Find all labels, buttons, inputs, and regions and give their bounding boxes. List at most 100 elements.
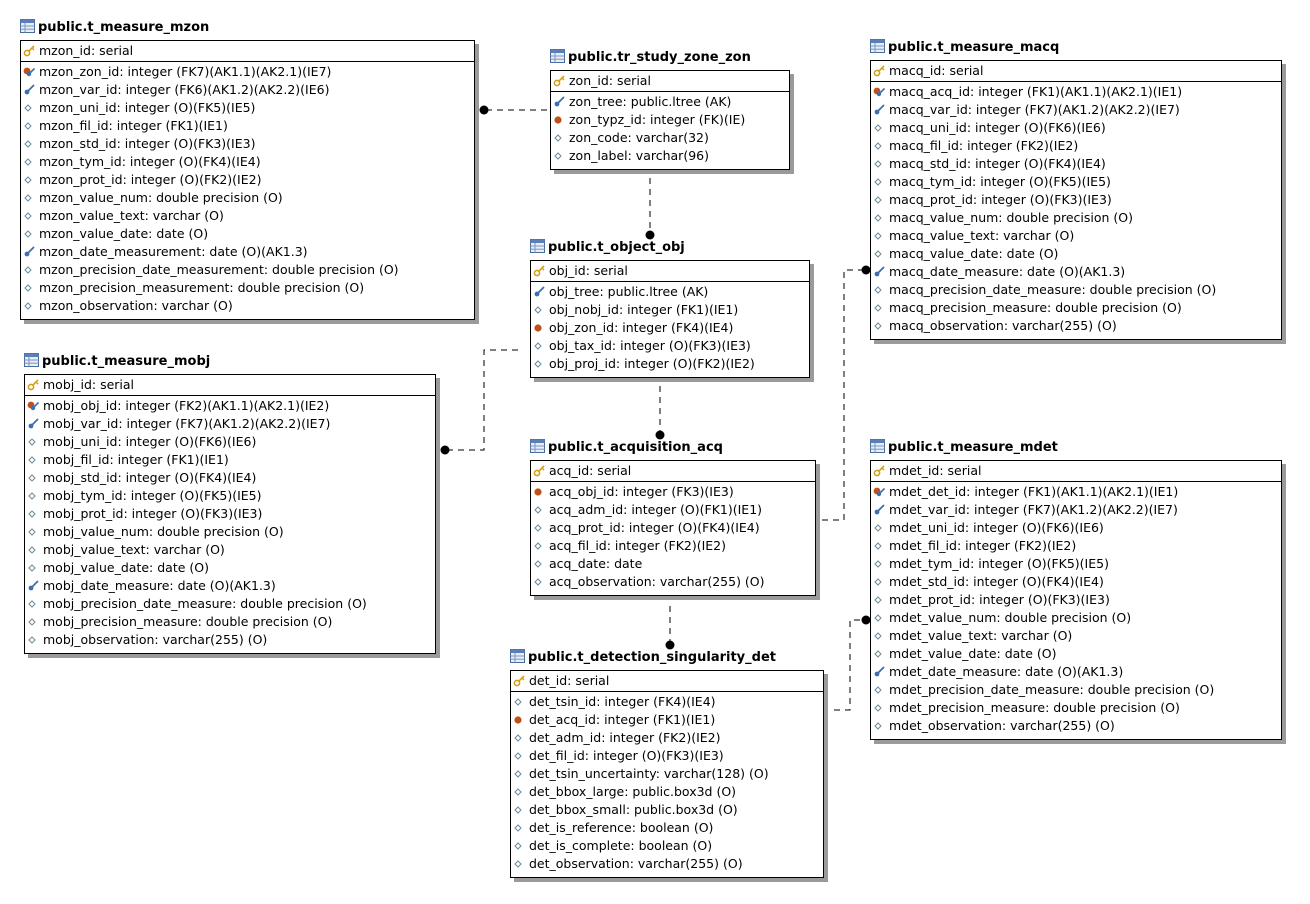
column-row[interactable]: macq_date_measure: date (O)(AK1.3)	[871, 263, 1281, 281]
column-row[interactable]: acq_obj_id: integer (FK3)(IE3)	[531, 483, 815, 501]
column-row[interactable]: mobj_uni_id: integer (O)(FK6)(IE6)	[25, 433, 435, 451]
column-row[interactable]: acq_observation: varchar(255) (O)	[531, 573, 815, 591]
column-row[interactable]: mobj_precision_date_measure: double prec…	[25, 595, 435, 613]
column-row[interactable]: macq_precision_measure: double precision…	[871, 299, 1281, 317]
column-row[interactable]: mzon_observation: varchar (O)	[21, 297, 474, 315]
column-row[interactable]: mdet_date_measure: date (O)(AK1.3)	[871, 663, 1281, 681]
column-row[interactable]: mobj_precision_measure: double precision…	[25, 613, 435, 631]
column-row[interactable]: mdet_value_date: date (O)	[871, 645, 1281, 663]
column-row[interactable]: mdet_std_id: integer (O)(FK4)(IE4)	[871, 573, 1281, 591]
column-row[interactable]: mobj_obj_id: integer (FK2)(AK1.1)(AK2.1)…	[25, 397, 435, 415]
column-row[interactable]: mobj_prot_id: integer (O)(FK3)(IE3)	[25, 505, 435, 523]
column-row[interactable]: mzon_tym_id: integer (O)(FK4)(IE4)	[21, 153, 474, 171]
attribute-icon	[27, 560, 43, 575]
column-row[interactable]: acq_adm_id: integer (O)(FK1)(IE1)	[531, 501, 815, 519]
primary-key-row[interactable]: mzon_id: serial	[21, 41, 474, 62]
column-row[interactable]: mzon_fil_id: integer (FK1)(IE1)	[21, 117, 474, 135]
column-row[interactable]: macq_value_num: double precision (O)	[871, 209, 1281, 227]
primary-key-row[interactable]: mobj_id: serial	[25, 375, 435, 396]
column-row[interactable]: macq_std_id: integer (O)(FK4)(IE4)	[871, 155, 1281, 173]
column-row[interactable]: det_bbox_small: public.box3d (O)	[511, 801, 823, 819]
column-row[interactable]: macq_observation: varchar(255) (O)	[871, 317, 1281, 335]
column-row[interactable]: mobj_date_measure: date (O)(AK1.3)	[25, 577, 435, 595]
column-row[interactable]: mdet_value_text: varchar (O)	[871, 627, 1281, 645]
column-row[interactable]: mzon_date_measurement: date (O)(AK1.3)	[21, 243, 474, 261]
column-row[interactable]: zon_label: varchar(96)	[551, 147, 789, 165]
column-row[interactable]: zon_code: varchar(32)	[551, 129, 789, 147]
column-row[interactable]: mdet_observation: varchar(255) (O)	[871, 717, 1281, 735]
attribute-icon	[27, 470, 43, 485]
column-row[interactable]: macq_tym_id: integer (O)(FK5)(IE5)	[871, 173, 1281, 191]
column-row[interactable]: mzon_precision_date_measurement: double …	[21, 261, 474, 279]
column-row[interactable]: det_tsin_id: integer (FK4)(IE4)	[511, 693, 823, 711]
column-row[interactable]: mdet_value_num: double precision (O)	[871, 609, 1281, 627]
column-row[interactable]: mdet_det_id: integer (FK1)(AK1.1)(AK2.1)…	[871, 483, 1281, 501]
column-row[interactable]: obj_tree: public.ltree (AK)	[531, 283, 809, 301]
column-row[interactable]: macq_fil_id: integer (FK2)(IE2)	[871, 137, 1281, 155]
column-row[interactable]: mdet_uni_id: integer (O)(FK6)(IE6)	[871, 519, 1281, 537]
column-row[interactable]: mdet_fil_id: integer (FK2)(IE2)	[871, 537, 1281, 555]
column-row[interactable]: mzon_precision_measurement: double preci…	[21, 279, 474, 297]
column-row[interactable]: mobj_observation: varchar(255) (O)	[25, 631, 435, 649]
column-row[interactable]: mdet_precision_measure: double precision…	[871, 699, 1281, 717]
column-row[interactable]: macq_prot_id: integer (O)(FK3)(IE3)	[871, 191, 1281, 209]
column-row[interactable]: mobj_value_text: varchar (O)	[25, 541, 435, 559]
column-row[interactable]: mobj_fil_id: integer (FK1)(IE1)	[25, 451, 435, 469]
column-row[interactable]: mobj_var_id: integer (FK7)(AK1.2)(AK2.2)…	[25, 415, 435, 433]
column-row[interactable]: acq_fil_id: integer (FK2)(IE2)	[531, 537, 815, 555]
column-row[interactable]: det_acq_id: integer (FK1)(IE1)	[511, 711, 823, 729]
primary-key-row[interactable]: zon_id: serial	[551, 71, 789, 92]
column-row[interactable]: det_tsin_uncertainty: varchar(128) (O)	[511, 765, 823, 783]
attribute-icon	[873, 538, 889, 553]
column-row[interactable]: macq_value_date: date (O)	[871, 245, 1281, 263]
column-row[interactable]: mobj_value_num: double precision (O)	[25, 523, 435, 541]
column-row[interactable]: zon_tree: public.ltree (AK)	[551, 93, 789, 111]
column-row[interactable]: mzon_prot_id: integer (O)(FK2)(IE2)	[21, 171, 474, 189]
column-row[interactable]: det_fil_id: integer (O)(FK3)(IE3)	[511, 747, 823, 765]
column-row[interactable]: obj_proj_id: integer (O)(FK2)(IE2)	[531, 355, 809, 373]
column-row[interactable]: zon_typz_id: integer (FK)(IE)	[551, 111, 789, 129]
column-row[interactable]: mzon_value_num: double precision (O)	[21, 189, 474, 207]
column-row[interactable]: mzon_uni_id: integer (O)(FK5)(IE5)	[21, 99, 474, 117]
column-row[interactable]: det_bbox_large: public.box3d (O)	[511, 783, 823, 801]
column-row[interactable]: acq_date: date	[531, 555, 815, 573]
column-row[interactable]: acq_prot_id: integer (O)(FK4)(IE4)	[531, 519, 815, 537]
column-row[interactable]: mzon_value_date: date (O)	[21, 225, 474, 243]
column-row[interactable]: obj_tax_id: integer (O)(FK3)(IE3)	[531, 337, 809, 355]
column-row[interactable]: obj_zon_id: integer (FK4)(IE4)	[531, 319, 809, 337]
column-row[interactable]: mzon_std_id: integer (O)(FK3)(IE3)	[21, 135, 474, 153]
column-row[interactable]: mdet_var_id: integer (FK7)(AK1.2)(AK2.2)…	[871, 501, 1281, 519]
column-row[interactable]: mzon_zon_id: integer (FK7)(AK1.1)(AK2.1)…	[21, 63, 474, 81]
column-row[interactable]: mobj_tym_id: integer (O)(FK5)(IE5)	[25, 487, 435, 505]
column-row[interactable]: det_is_reference: boolean (O)	[511, 819, 823, 837]
column-row[interactable]: macq_precision_date_measure: double prec…	[871, 281, 1281, 299]
primary-key-row[interactable]: det_id: serial	[511, 671, 823, 692]
primary-key-row[interactable]: macq_id: serial	[871, 61, 1281, 82]
column-row[interactable]: macq_acq_id: integer (FK1)(AK1.1)(AK2.1)…	[871, 83, 1281, 101]
column-row[interactable]: mdet_prot_id: integer (O)(FK3)(IE3)	[871, 591, 1281, 609]
primary-key-row[interactable]: mdet_id: serial	[871, 461, 1281, 482]
column-row[interactable]: obj_nobj_id: integer (FK1)(IE1)	[531, 301, 809, 319]
column-row[interactable]: det_is_complete: boolean (O)	[511, 837, 823, 855]
column-row[interactable]: mzon_value_text: varchar (O)	[21, 207, 474, 225]
column-row[interactable]: macq_var_id: integer (FK7)(AK1.2)(AK2.2)…	[871, 101, 1281, 119]
column-row[interactable]: macq_uni_id: integer (O)(FK6)(IE6)	[871, 119, 1281, 137]
column-row[interactable]: mdet_tym_id: integer (O)(FK5)(IE5)	[871, 555, 1281, 573]
column-row[interactable]: mzon_var_id: integer (FK6)(AK1.2)(AK2.2)…	[21, 81, 474, 99]
primary-key-row[interactable]: obj_id: serial	[531, 261, 809, 282]
primary-key-row[interactable]: acq_id: serial	[531, 461, 815, 482]
column-row[interactable]: det_observation: varchar(255) (O)	[511, 855, 823, 873]
column-row[interactable]: det_adm_id: integer (FK2)(IE2)	[511, 729, 823, 747]
column-row[interactable]: macq_value_text: varchar (O)	[871, 227, 1281, 245]
column-row[interactable]: mobj_value_date: date (O)	[25, 559, 435, 577]
column-row[interactable]: mdet_precision_date_measure: double prec…	[871, 681, 1281, 699]
column-row[interactable]: mobj_std_id: integer (O)(FK4)(IE4)	[25, 469, 435, 487]
